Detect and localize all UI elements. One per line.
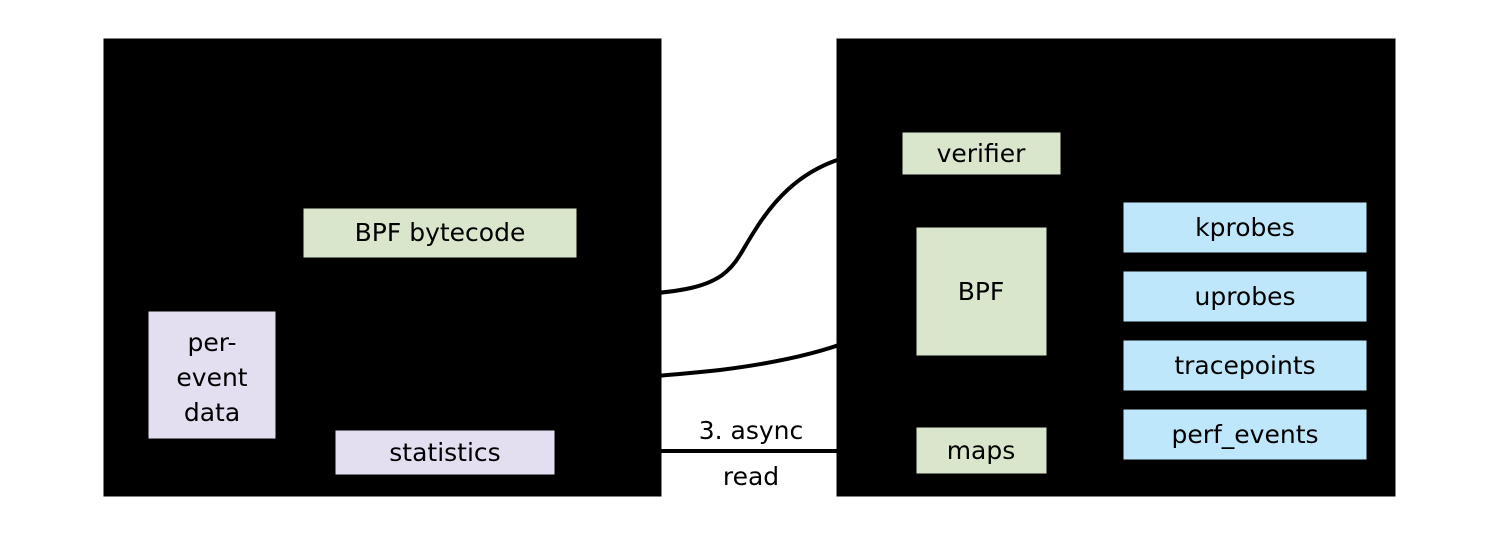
edge-label-generate: 1. generate [305,136,450,165]
kprobes-label: kprobes [1195,213,1295,242]
maps-rect[interactable] [913,424,1050,477]
edge-bpf-to-tracepoints-line [1047,325,1123,367]
tracepoints-label: tracepoints [1174,351,1315,380]
maps-label: maps [947,436,1016,465]
node-per-event-data[interactable]: per- event data [145,308,279,442]
tracepoints-rect[interactable] [1120,337,1370,394]
verifier-rect[interactable] [899,129,1064,178]
edge-label-perf-output: 3. perf_output [359,352,536,381]
bpf-bytecode-label: BPF bytecode [355,218,526,247]
statistics-label: statistics [389,438,500,467]
per-event-data-label-line2: event [176,363,247,392]
edge-label-async-read-line1: 3. async [699,416,804,445]
node-perf-events[interactable]: perf_events [1120,406,1370,463]
edge-label-load: 2. load [407,294,492,323]
node-bpf[interactable]: BPF [913,224,1050,359]
kernel-panel-title: Kernel [1070,69,1162,98]
edge-perf-output-arrow [288,303,917,407]
kprobes-rect[interactable] [1120,199,1370,256]
node-bpf-bytecode[interactable]: BPF bytecode [300,205,580,261]
bpf-rect[interactable] [913,224,1050,359]
per-event-data-label-line1: per- [188,328,237,357]
edge-bpf-to-perf-events-line [1046,343,1124,436]
uprobes-label: uprobes [1194,282,1295,311]
statistics-rect[interactable] [332,427,558,478]
edge-bpf-to-kprobes-line [1047,225,1123,255]
uprobes-rect[interactable] [1120,268,1370,325]
verifier-label: verifier [937,139,1027,168]
node-verifier[interactable]: verifier [899,129,1064,178]
user-program-panel-title: User Program [285,69,479,98]
node-uprobes[interactable]: uprobes [1120,268,1370,325]
edge-generate-arrow [364,166,412,204]
bpf-bytecode-rect[interactable] [300,205,580,261]
node-kprobes[interactable]: kprobes [1120,199,1370,256]
per-event-data-label-line3: data [184,398,240,427]
perf-events-label: perf_events [1171,420,1318,449]
node-tracepoints[interactable]: tracepoints [1120,337,1370,394]
edge-load-arrow [437,139,877,299]
perf-events-rect[interactable] [1120,406,1370,463]
per-event-data-rect[interactable] [145,308,279,442]
node-statistics[interactable]: statistics [332,427,558,478]
node-maps[interactable]: maps [913,424,1050,477]
edge-label-async-read-line2: read [723,462,779,491]
bpf-label: BPF [958,277,1005,306]
